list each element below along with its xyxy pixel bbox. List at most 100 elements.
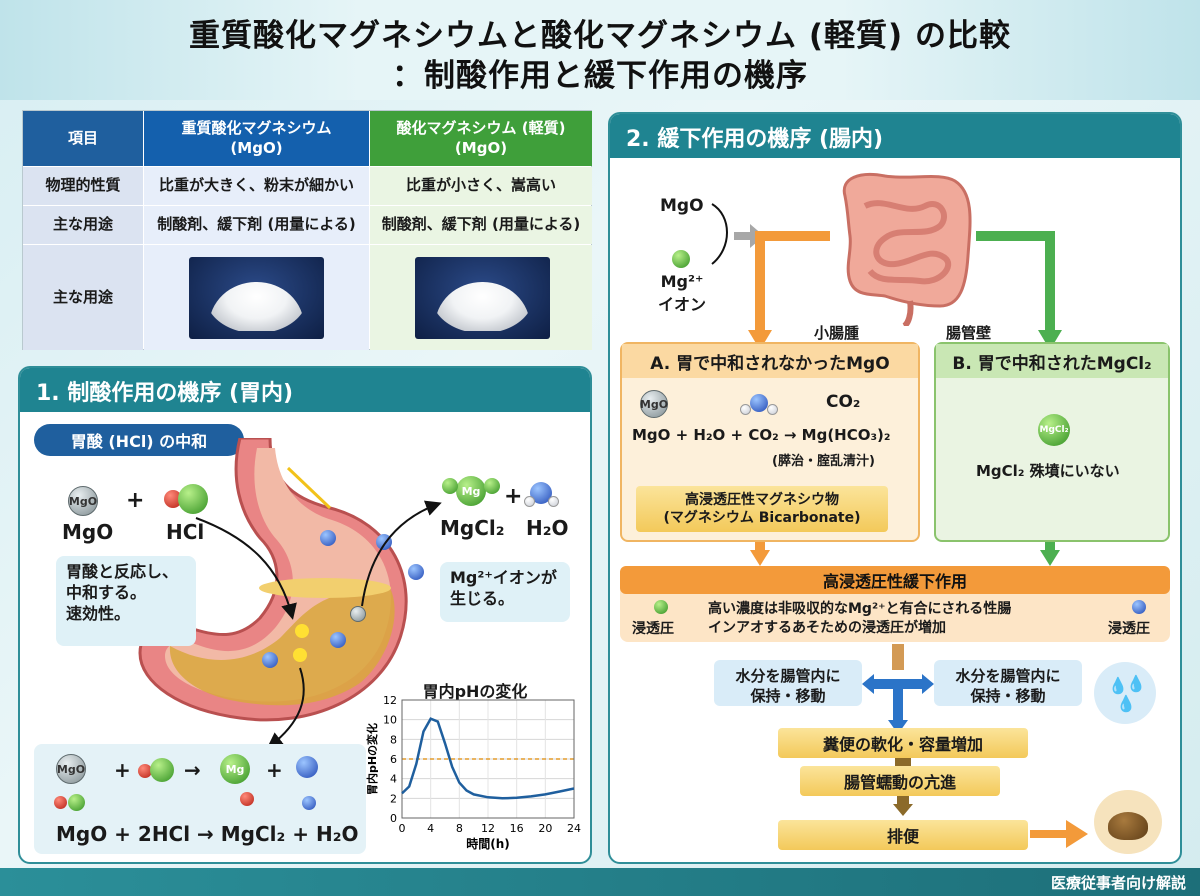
- drop-icon: 💧: [1116, 694, 1136, 713]
- cl-atom: [484, 478, 500, 494]
- y-tick-label: 4: [390, 773, 397, 786]
- y-axis-label: 胃内pHの変化: [366, 723, 379, 795]
- table-row-label: 主な用途: [23, 206, 143, 244]
- x-tick-label: 16: [510, 822, 524, 835]
- osmotic-text: 高い濃度は非吸収的なMg²⁺と有合にされる性腸 インアオするあそための浸透圧が増…: [708, 601, 1012, 636]
- chart-title: 胃内pHの変化: [422, 682, 528, 701]
- molecule-dot: [320, 530, 336, 546]
- drop-icon: 💧: [1108, 676, 1128, 695]
- page-title: 重質酸化マグネシウムと酸化マグネシウム (軽質) の比較: [189, 18, 1011, 54]
- x-tick-label: 4: [427, 822, 434, 835]
- osmotic-title: 高浸透圧性緩下作用: [620, 566, 1170, 594]
- mgo-molecule-icon: MgO: [56, 754, 86, 784]
- ion-icon: [1132, 600, 1146, 614]
- page-subtitle: ：制酸作用と緩下作用の機序: [392, 58, 808, 94]
- water-box-left: 水分を腸管内に 保持・移動: [714, 660, 862, 706]
- intestine-illustration: [842, 172, 972, 326]
- x-tick-label: 8: [456, 822, 463, 835]
- box-b-text: MgCl₂ 殊墳にいない: [976, 462, 1120, 480]
- gastric-acid: [169, 588, 395, 706]
- molecule-dot: [293, 648, 307, 662]
- table-cell-image: [144, 245, 369, 350]
- plus-sign: +: [126, 488, 145, 513]
- equation-box: MgO + → Mg + MgO + 2HCl → MgCl₂ + H₂O: [34, 744, 366, 854]
- molecule-dot: [295, 624, 309, 638]
- h-atom: [54, 796, 67, 809]
- h2o-o-atom: [530, 482, 552, 504]
- y-tick-label: 12: [383, 696, 397, 707]
- molecule-dot: [262, 652, 278, 668]
- table-cell: 制酸剤、緩下剤 (用量による): [370, 206, 592, 244]
- osmotic-box: 高浸透圧性緩下作用 浸透圧 高い濃度は非吸収的なMg²⁺と有合にされる性腸 イン…: [620, 566, 1170, 642]
- co2-label: CO₂: [826, 392, 861, 412]
- mg-ion-icon: [654, 600, 668, 614]
- x-tick-label: 0: [399, 822, 406, 835]
- hcl-label: HCl: [166, 520, 205, 544]
- y-tick-label: 6: [390, 753, 397, 766]
- hcl-h-atom: [164, 490, 182, 508]
- comparison-table: 項目 重質酸化マグネシウム (MgO) 酸化マグネシウム (軽質) (MgO) …: [22, 110, 592, 350]
- mgcl2-label: MgCl₂: [440, 516, 505, 540]
- small-intestine-label: 小腸腫: [814, 324, 860, 342]
- antacid-panel: 1. 制酸作用の機序 (胃内) 胃酸 (HCl) の中和 MgO + MgO H…: [18, 366, 592, 864]
- box-a-note: (膵治・腟乱清汁): [772, 454, 875, 469]
- plus-sign: +: [266, 758, 283, 782]
- x-axis-label: 時間(h): [466, 836, 510, 851]
- molecule-dot: [330, 632, 346, 648]
- heavy-powder-image: [189, 257, 324, 339]
- cl-atom: [150, 758, 174, 782]
- footer-text: 医療従事者向け解説: [1050, 874, 1186, 892]
- neutralization-pill: 胃酸 (HCl) の中和: [34, 424, 244, 456]
- acid-surface: [259, 578, 391, 598]
- mgo-label: MgO: [660, 196, 704, 216]
- defecation-arrow: [1030, 820, 1088, 848]
- table-cell: 比重が大きく、粉末が細かい: [144, 167, 369, 205]
- mgo-molecule-icon: MgO: [640, 390, 668, 418]
- h-atom: [240, 792, 254, 806]
- cl-atom: [68, 794, 85, 811]
- o-atom: [302, 796, 316, 810]
- table-header-light: 酸化マグネシウム (軽質) (MgO): [370, 111, 592, 166]
- y-tick-label: 2: [390, 792, 397, 805]
- o-atom: [296, 756, 318, 778]
- table-header-heavy: 重質酸化マグネシウム (MgO): [144, 111, 369, 166]
- note-neutralize: 胃酸と反応し、 中和する。 速効性。: [56, 556, 196, 646]
- box-a-title: A. 胃で中和されなかったMgO: [622, 344, 918, 378]
- box-a-product: 高浸透圧性マグネシウ物 (マグネシウム Bicarbonate): [636, 486, 888, 532]
- h2o-h-atom: [548, 496, 559, 507]
- h2o-label: H₂O: [526, 516, 569, 540]
- acid-arrow: [286, 466, 332, 510]
- table-cell: 比重が小さく、嵩高い: [370, 167, 592, 205]
- footer-bar: 医療従事者向け解説: [0, 868, 1200, 896]
- mgo-label: MgO: [62, 520, 114, 544]
- step-stool-softening: 糞便の軟化・容量増加: [778, 728, 1028, 758]
- x-tick-label: 12: [481, 822, 495, 835]
- mgcl2-molecule-icon: Mg: [456, 476, 486, 506]
- water-drops-icon: 💧 💧 💧: [1094, 662, 1156, 724]
- step-defecation: 排便: [778, 820, 1028, 850]
- co2-atom: [740, 404, 751, 415]
- note-mg-ion: Mg²⁺イオンが 生じる。: [440, 562, 570, 622]
- water-arrows: [862, 644, 934, 734]
- step-peristalsis: 腸管蠕動の亢進: [800, 766, 1000, 796]
- mgo-molecule-icon: MgO: [68, 486, 98, 516]
- equation-text: MgO + 2HCl → MgCl₂ + H₂O: [56, 822, 359, 846]
- x-tick-label: 20: [538, 822, 552, 835]
- y-tick-label: 8: [390, 733, 397, 746]
- arrow-symbol: →: [184, 758, 201, 782]
- mechanism-box-a: A. 胃で中和されなかったMgO MgO CO₂ MgO + H₂O + CO₂…: [620, 342, 920, 542]
- arrow-out: [361, 500, 442, 607]
- cl-atom: [442, 478, 458, 494]
- molecule-dot: [350, 606, 366, 622]
- antacid-heading: 1. 制酸作用の機序 (胃内): [20, 368, 590, 412]
- molecule-dot: [408, 564, 424, 580]
- mg-molecule-icon: Mg: [220, 754, 250, 784]
- water-box-right: 水分を腸管内に 保持・移動: [934, 660, 1082, 706]
- arrow-in: [195, 517, 297, 620]
- mg-ion-label: Mg²⁺ イオン: [658, 272, 707, 314]
- y-tick-label: 0: [390, 812, 397, 825]
- y-tick-label: 10: [383, 714, 397, 727]
- h2o-h-atom: [524, 496, 535, 507]
